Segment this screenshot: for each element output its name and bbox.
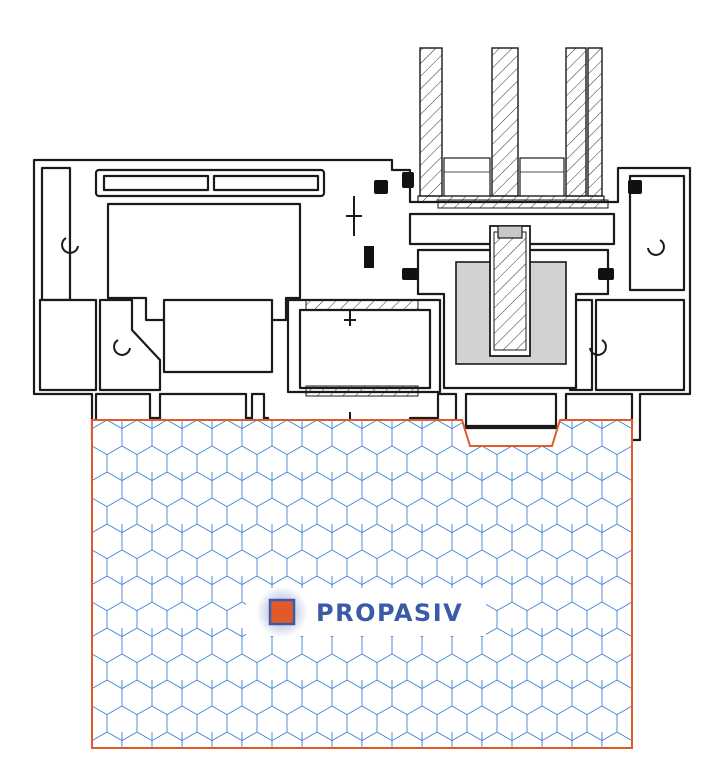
spacer-bar-1 <box>443 157 491 197</box>
orange-square-in-blue-glow-icon <box>268 598 296 626</box>
glass-pane-3 <box>565 47 587 197</box>
glazing-block-zone <box>455 225 567 365</box>
gasket-sash-right <box>598 268 614 280</box>
gasket-left-top <box>374 180 388 194</box>
spacer-bar-2 <box>519 157 565 197</box>
glazing-unit <box>417 47 605 209</box>
glass-pane-1 <box>419 47 443 197</box>
block-outline <box>91 419 633 749</box>
glass-pane-4 <box>587 47 603 197</box>
brand-name: PROPASIV <box>316 599 463 627</box>
gasket-right-top <box>628 180 642 194</box>
gaskets <box>364 172 642 280</box>
glass-pane-2 <box>491 47 519 197</box>
insulation-block <box>91 419 633 749</box>
thermal-break-strips <box>305 199 609 397</box>
gasket-sash-left <box>402 268 418 280</box>
brand-badge: PROPASIV <box>246 586 486 638</box>
gasket-glass-left <box>402 172 414 188</box>
honeycomb-fill <box>92 420 632 748</box>
